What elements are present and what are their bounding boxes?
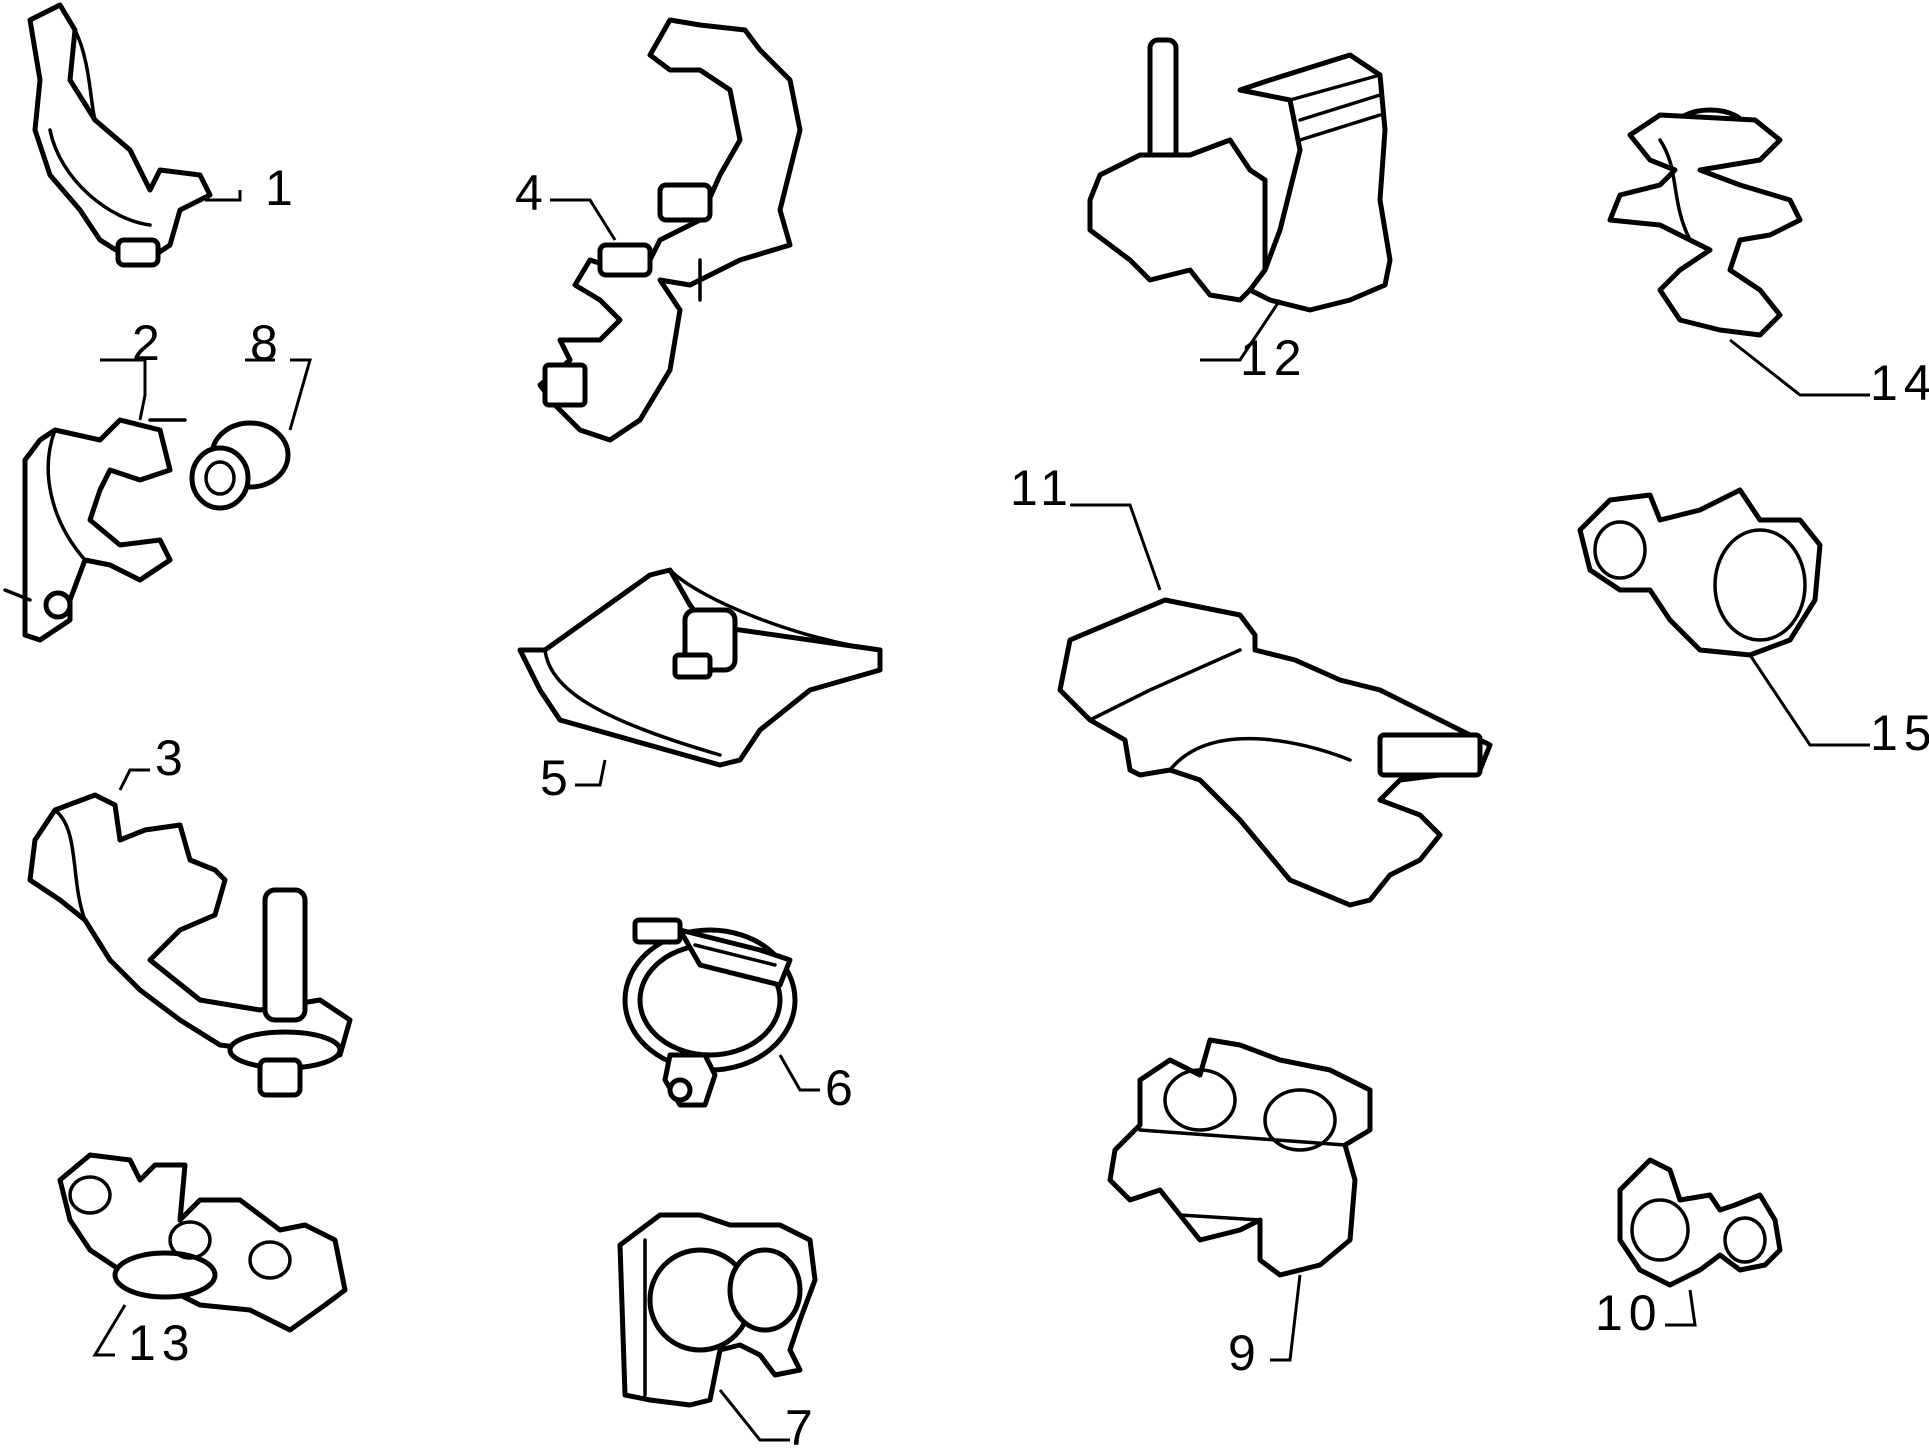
leader-12 <box>1200 299 1282 362</box>
leader-9 <box>1270 1274 1302 1362</box>
callout-6: 6 <box>825 1060 859 1116</box>
callout-3: 3 <box>155 730 189 786</box>
part-14-stacked-clip <box>1607 107 1803 338</box>
part-7-double-clip <box>617 1212 818 1408</box>
callout-8: 8 <box>250 315 284 371</box>
part-5-tray <box>517 567 883 768</box>
leader-10 <box>1665 1289 1697 1327</box>
leader-6 <box>778 1054 820 1092</box>
part-12-bracket-rod <box>1087 37 1393 313</box>
part-2-bracket-clip <box>3 417 187 643</box>
callout-4: 4 <box>515 165 549 221</box>
part-1-pipe-clip <box>27 2 213 268</box>
leader-15 <box>1748 654 1870 747</box>
part-10-small-clip <box>1617 1157 1783 1288</box>
leader-4 <box>550 198 617 241</box>
leader-3 <box>118 768 150 791</box>
leader-1 <box>205 190 242 202</box>
part-9-multi-holder <box>1107 1037 1373 1278</box>
part-6-band-clamp <box>622 917 798 1108</box>
part-3-multi-clip <box>27 792 353 1098</box>
callout-11: 11 <box>1010 460 1074 516</box>
part-15-double-clip <box>1577 487 1823 658</box>
callout-2: 2 <box>132 315 166 371</box>
leader-7 <box>718 1389 790 1442</box>
callout-14: 14 <box>1870 355 1929 411</box>
callout-13: 13 <box>128 1315 196 1371</box>
callout-10: 10 <box>1595 1285 1663 1341</box>
leader-8 <box>288 358 312 431</box>
leader-2 <box>100 358 147 421</box>
callout-7: 7 <box>785 1400 819 1451</box>
part-11-plate-clip <box>1057 597 1493 908</box>
callout-15: 15 <box>1870 705 1929 761</box>
leader-13 <box>92 1304 127 1357</box>
part-8-grommet <box>189 420 291 511</box>
leader-11 <box>1070 503 1162 591</box>
callout-1: 1 <box>265 160 299 216</box>
part-13-multi-pipe-clip <box>57 1152 348 1333</box>
leader-14 <box>1729 338 1870 397</box>
callout-12: 12 <box>1240 330 1308 386</box>
part-4-bracket-double-clip <box>537 17 803 443</box>
callout-5: 5 <box>540 750 574 806</box>
callout-9: 9 <box>1228 1325 1262 1381</box>
leader-5 <box>575 759 607 787</box>
